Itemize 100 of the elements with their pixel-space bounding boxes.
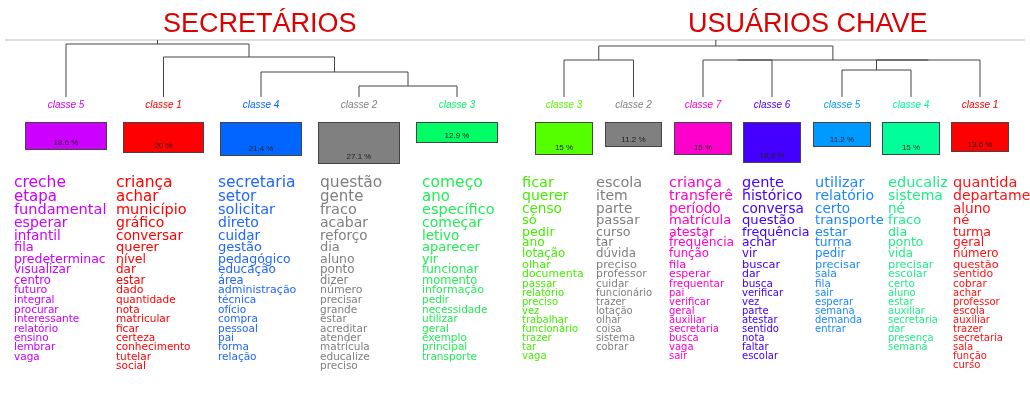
word: letivo	[422, 229, 460, 242]
word: matrícula	[669, 213, 732, 226]
word: só	[522, 213, 537, 226]
percentage-label: 15 %	[901, 143, 921, 152]
percentage-label: 27.1 %	[346, 152, 372, 161]
word: vir	[742, 248, 758, 259]
word: buscar	[742, 258, 781, 269]
word: turma	[953, 225, 992, 238]
word: período	[669, 201, 721, 214]
word: esperar	[14, 216, 68, 230]
word: achar	[116, 189, 159, 204]
word: pai	[669, 288, 685, 298]
word: administração	[218, 285, 297, 296]
word: precisar	[888, 258, 934, 269]
word: geral	[422, 323, 449, 333]
word: nota	[116, 304, 140, 315]
word: atender	[320, 332, 362, 343]
word: ponto	[320, 264, 355, 275]
word: número	[953, 248, 999, 259]
word: solicitar	[218, 203, 276, 217]
word: certo	[888, 278, 915, 289]
word: cobrar	[596, 342, 629, 352]
word: parte	[596, 201, 633, 214]
word: sala	[815, 269, 838, 279]
percentage-label: 20 %	[154, 141, 173, 150]
class-label: classe 1	[961, 99, 999, 110]
class-label: classe 4	[242, 99, 280, 110]
word: técnica	[218, 295, 257, 305]
word: compra	[218, 314, 258, 324]
word: escola	[596, 176, 643, 190]
percentage-label: 11.2 %	[829, 135, 855, 144]
word: pai	[218, 332, 235, 343]
percentage-label: 15 %	[554, 143, 574, 152]
word: necessidade	[422, 304, 488, 315]
word: professor	[596, 269, 647, 279]
word: funcionar	[422, 264, 479, 275]
word: cuidar	[596, 278, 629, 289]
word: auxiliar	[669, 315, 706, 325]
word: frequência	[742, 225, 810, 238]
word: aluno	[953, 201, 991, 214]
word: escolar	[742, 351, 778, 361]
word: dar	[888, 324, 905, 334]
word: funcionário	[596, 288, 653, 298]
word: criança	[116, 176, 173, 190]
word: demanda	[815, 315, 863, 325]
percentage-label: 11.2 %	[621, 135, 646, 144]
word: ponto	[888, 237, 924, 249]
word: secretaria	[669, 324, 719, 334]
percentage-label: 15 %	[693, 143, 713, 152]
group-title: USUÁRIOS CHAVE	[688, 8, 928, 39]
class-label: classe 5	[823, 99, 861, 110]
word: grande	[320, 304, 358, 315]
word: curso	[953, 360, 981, 370]
word: relação	[218, 351, 257, 362]
class-label: classe 2	[615, 99, 652, 110]
word: matricular	[116, 314, 171, 324]
word: transporte	[815, 213, 884, 226]
word: dia	[320, 241, 340, 253]
word: conversar	[116, 229, 183, 242]
word: semana	[888, 342, 928, 352]
word: utilizar	[422, 314, 458, 324]
word: predeterminac	[14, 252, 106, 265]
word: verificar	[742, 288, 783, 298]
word: funcionário	[522, 324, 579, 334]
word: sala	[953, 342, 974, 352]
word: né	[888, 201, 905, 214]
percentage-label: 12.9 %	[444, 131, 470, 140]
word: específico	[422, 203, 495, 217]
word: lotação	[522, 248, 566, 259]
word: dar	[742, 269, 761, 279]
word: área	[218, 274, 244, 286]
word: gente	[742, 176, 784, 190]
word: trabalhar	[522, 315, 568, 325]
word: visualizar	[14, 264, 71, 275]
word: secretaria	[888, 315, 938, 325]
word: começar	[422, 216, 483, 230]
word: etapa	[14, 189, 57, 204]
word: presença	[888, 333, 934, 343]
class-label: classe 4	[892, 99, 930, 110]
class-label: classe 2	[340, 99, 378, 110]
word: secretaria	[218, 176, 296, 190]
word: fraco	[888, 213, 922, 226]
word: coisa	[596, 324, 622, 334]
word: precisar	[320, 295, 363, 305]
word: lembrar	[14, 342, 56, 352]
word: frequência	[669, 237, 735, 249]
word: centro	[14, 274, 51, 286]
word: social	[116, 361, 146, 371]
word: vida	[888, 248, 913, 259]
word: função	[953, 351, 987, 361]
percentage-label: 21.4 %	[248, 144, 274, 153]
word: gráfico	[116, 216, 165, 230]
word: fila	[14, 241, 34, 253]
word: aparecer	[422, 241, 480, 253]
word: cuidar	[218, 229, 261, 242]
word: trazer	[596, 297, 626, 307]
word: infantil	[14, 229, 61, 242]
word: interessante	[14, 314, 80, 324]
word: passar	[522, 278, 557, 289]
word: tar	[522, 342, 537, 352]
